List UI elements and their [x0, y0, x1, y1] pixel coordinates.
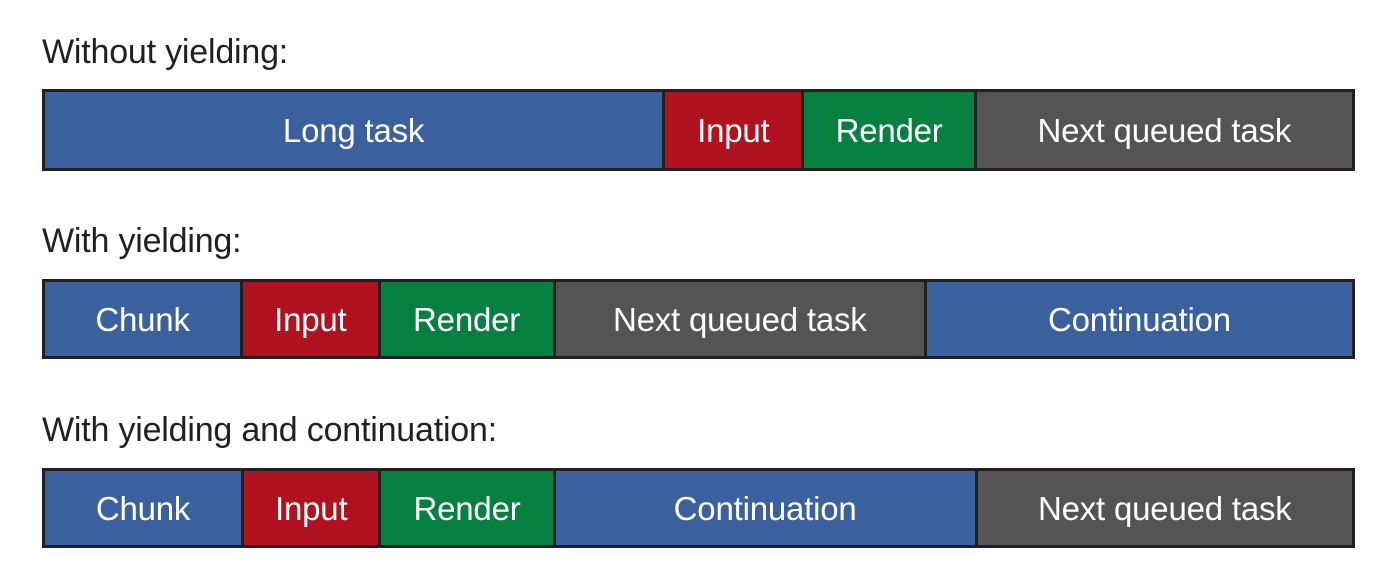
segment-next-queued-task: Next queued task: [977, 471, 1352, 545]
row-label-without-yielding: Without yielding:: [42, 33, 289, 71]
segment-continuation: Continuation: [926, 282, 1352, 356]
segment-input: Input: [244, 471, 382, 545]
segment-chunk: Chunk: [45, 282, 244, 356]
segment-long-task: Long task: [45, 92, 666, 168]
segment-continuation: Continuation: [555, 471, 978, 545]
segment-render: Render: [804, 92, 977, 168]
segment-next-queued-task: Next queued task: [555, 282, 927, 356]
segment-input: Input: [243, 282, 381, 356]
segment-next-queued-task: Next queued task: [976, 92, 1352, 168]
segment-input: Input: [665, 92, 805, 168]
timeline-bar-with-yielding: Chunk Input Render Next queued task Cont…: [42, 279, 1355, 359]
timeline-bar-with-yielding-and-continuation: Chunk Input Render Continuation Next que…: [42, 468, 1355, 548]
segment-render: Render: [380, 282, 556, 356]
row-label-with-yielding: With yielding:: [42, 222, 242, 260]
timeline-bar-without-yielding: Long task Input Render Next queued task: [42, 89, 1355, 171]
row-label-with-yielding-and-continuation: With yielding and continuation:: [42, 411, 497, 449]
segment-chunk: Chunk: [45, 471, 245, 545]
segment-render: Render: [381, 471, 556, 545]
